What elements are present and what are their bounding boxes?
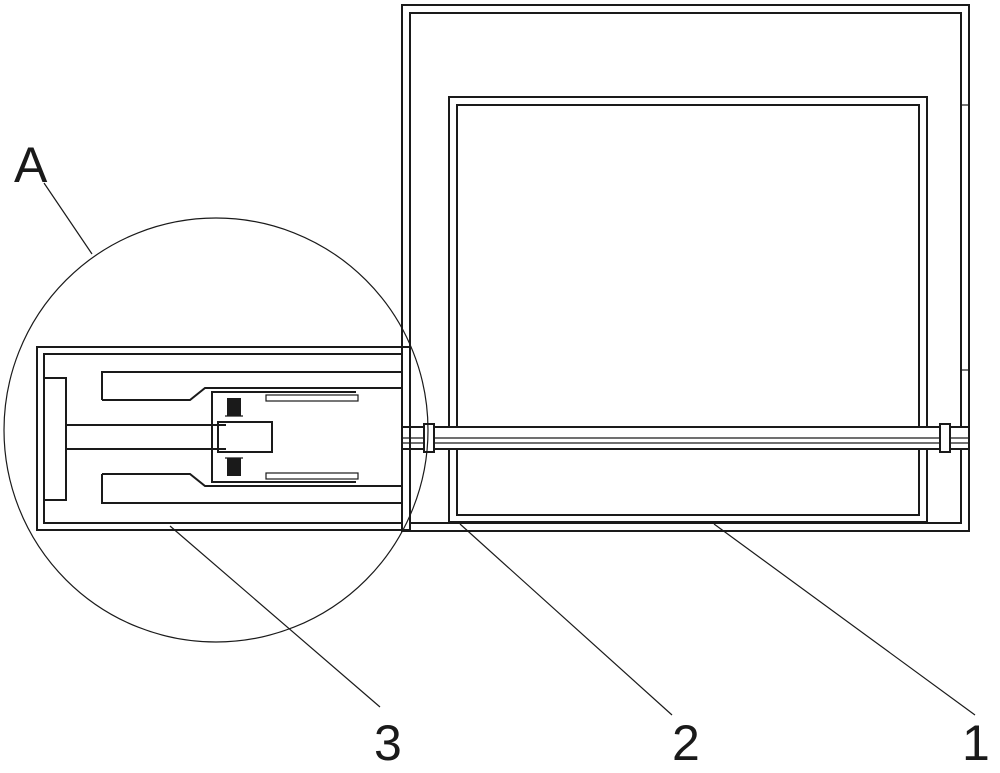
label-part-1: 1 [962, 715, 990, 771]
bearing-top [227, 398, 241, 416]
label-part-3: 3 [374, 715, 402, 771]
label-detail-a: A [14, 137, 48, 193]
outer-housing [401, 4, 970, 532]
bearing-bottom [227, 458, 241, 476]
label-part-2: 2 [672, 715, 700, 771]
detail-circle [3, 217, 429, 643]
inner-box [448, 96, 928, 523]
leader-lines [43, 182, 976, 716]
mechanism-housing [36, 346, 411, 531]
horizontal-rod [401, 423, 970, 453]
